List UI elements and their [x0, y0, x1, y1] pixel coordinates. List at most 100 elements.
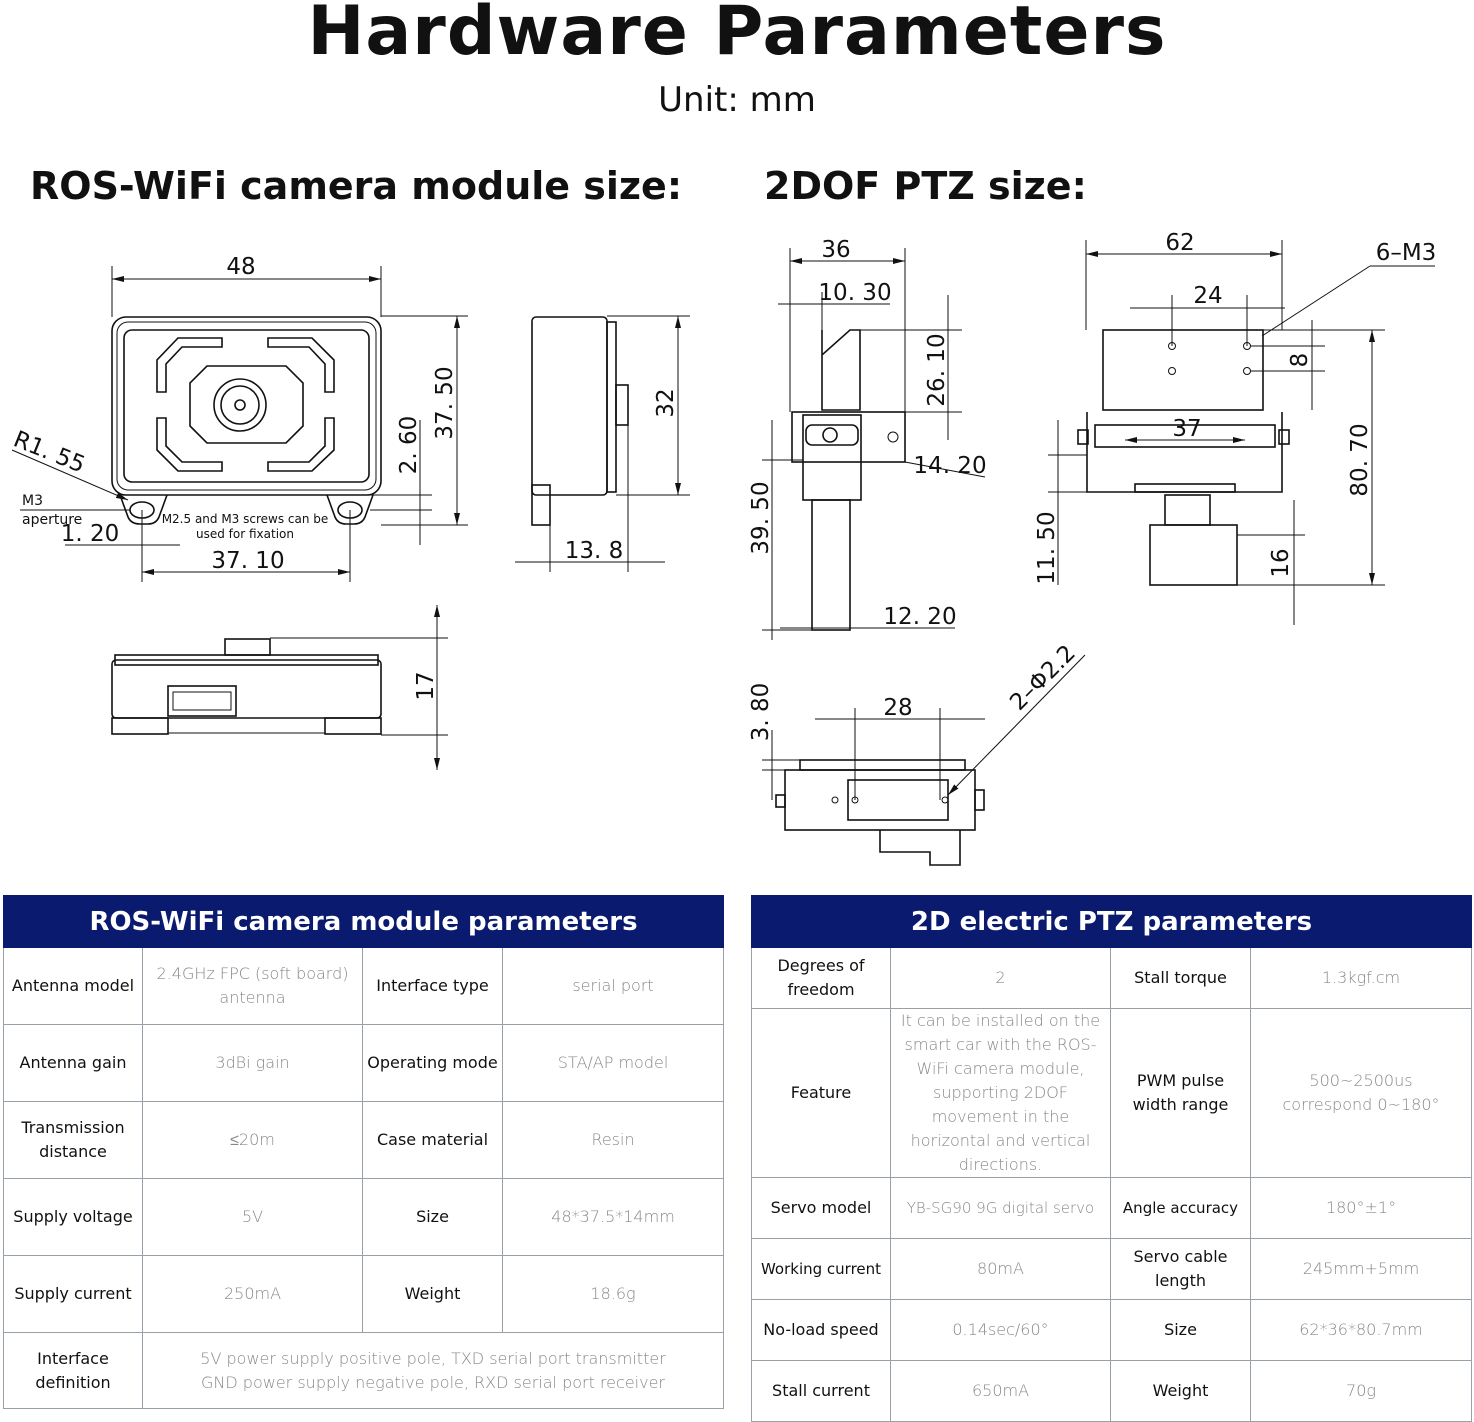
dim-tab: 2. 60: [396, 416, 422, 475]
dim-side-height: 32: [653, 388, 679, 417]
param-label: Servo cable length: [1110, 1238, 1251, 1300]
unit-label: Unit: mm: [658, 80, 816, 120]
camera-table-title: ROS-WiFi camera module parameters: [2, 895, 725, 948]
param-label: Supply current: [3, 1255, 143, 1333]
screw-note: M2.5 and M3 screws can be: [162, 512, 329, 526]
holes-label: 2–Φ2.2: [1005, 640, 1081, 716]
param-label: Case material: [362, 1101, 503, 1179]
param-value: 3dBi gain: [142, 1024, 363, 1102]
dim-37: 37: [1172, 416, 1201, 442]
param-value: serial port: [501, 947, 725, 1025]
ptz-size-heading: 2DOF PTZ size:: [764, 164, 1087, 208]
param-label: Operating mode: [362, 1024, 503, 1102]
param-value: ≤20m: [142, 1101, 363, 1179]
dim-height: 37. 50: [432, 366, 458, 439]
dim-28: 28: [883, 695, 912, 721]
param-value: 70g: [1250, 1360, 1472, 1422]
param-value: 5V: [142, 1178, 363, 1256]
dim-width: 48: [226, 254, 255, 280]
param-value: Resin: [501, 1101, 725, 1179]
param-value: STA/AP model: [501, 1024, 725, 1102]
param-label: Antenna gain: [3, 1024, 143, 1102]
six-m3-label: 6–M3: [1376, 240, 1437, 266]
param-value: 5V power supply positive pole, TXD seria…: [141, 1332, 725, 1409]
ptz-bottom-view: 28 3. 80 2–Φ2.2: [748, 640, 1086, 866]
param-value: 62*36*80.7mm: [1250, 1299, 1472, 1361]
table-row: Interface definition 5V power supply pos…: [3, 1332, 725, 1409]
dim-8: 8: [1287, 353, 1313, 368]
param-label: Size: [362, 1178, 503, 1256]
camera-front-view: 48 37. 50 2. 60 37. 10 1. 20 R1. 55 M3 a…: [10, 254, 468, 582]
param-label: Size: [1110, 1299, 1251, 1361]
param-value: 18.6g: [501, 1255, 725, 1333]
param-label: Weight: [1110, 1360, 1251, 1422]
dim-16: 16: [1268, 548, 1294, 577]
param-value: 500~2500us correspond 0~180°: [1250, 1008, 1472, 1178]
dim-hole-offset: 1. 20: [61, 521, 120, 547]
param-value: 650mA: [890, 1360, 1111, 1422]
dim-radius: R1. 55: [10, 426, 89, 478]
param-value: 180°±1°: [1250, 1177, 1472, 1239]
param-value: It can be installed on the smart car wit…: [890, 1008, 1111, 1178]
param-value: 1.3kgf.cm: [1250, 947, 1472, 1009]
param-label: Servo model: [751, 1177, 891, 1239]
param-label: Stall torque: [1110, 947, 1251, 1009]
screw-note-2: used for fixation: [196, 527, 294, 541]
dim-24: 24: [1193, 283, 1222, 309]
dim-39-50: 39. 50: [748, 481, 774, 554]
dim-12-20: 12. 20: [883, 604, 956, 630]
param-label: Working current: [751, 1238, 891, 1300]
param-label: Stall current: [751, 1360, 891, 1422]
param-value: 48*37.5*14mm: [501, 1178, 725, 1256]
camera-bottom-view: 17: [111, 605, 448, 770]
param-label: Interface definition: [3, 1332, 143, 1409]
page-title: Hardware Parameters: [307, 0, 1167, 71]
param-label: Antenna model: [3, 947, 143, 1025]
camera-parameters-table: ROS-WiFi camera module parameters Antenn…: [2, 895, 725, 1409]
param-value: 245mm+5mm: [1250, 1238, 1472, 1300]
param-label: No-load speed: [751, 1299, 891, 1361]
param-label: Degrees of freedom: [751, 947, 891, 1009]
param-value: 0.14sec/60°: [890, 1299, 1111, 1361]
dim-11-50: 11. 50: [1034, 511, 1060, 584]
param-label: Transmission distance: [3, 1101, 143, 1179]
param-label: Angle accuracy: [1110, 1177, 1251, 1239]
param-value: 80mA: [890, 1238, 1111, 1300]
interface-line-2: GND power supply negative pole, RXD seri…: [201, 1372, 665, 1392]
param-value: 2.4GHz FPC (soft board) antenna: [142, 947, 363, 1025]
dim-bottom-height: 17: [413, 671, 439, 700]
technical-drawings: 48 37. 50 2. 60 37. 10 1. 20 R1. 55 M3 a…: [10, 230, 1436, 866]
dim-80-70: 80. 70: [1347, 423, 1373, 496]
param-value: 2: [890, 947, 1111, 1009]
dim-10-30: 10. 30: [818, 280, 891, 306]
ptz-parameters-table: 2D electric PTZ parameters Degrees of fr…: [751, 895, 1472, 1422]
dim-26-10: 26. 10: [924, 333, 950, 406]
dim-62: 62: [1165, 230, 1194, 256]
param-value: 250mA: [142, 1255, 363, 1333]
dim-3-80: 3. 80: [748, 683, 774, 742]
dim-side-depth: 13. 8: [565, 538, 624, 564]
ptz-table-title: 2D electric PTZ parameters: [751, 895, 1472, 948]
param-label: Feature: [751, 1008, 891, 1178]
dim-hole-spacing: 37. 10: [211, 548, 284, 574]
ptz-front-view: 36 10. 30 26. 10 14. 20 39. 50 12. 20: [748, 237, 987, 640]
param-label: Weight: [362, 1255, 503, 1333]
aperture-label: aperture: [22, 512, 82, 528]
camera-size-heading: ROS-WiFi camera module size:: [30, 164, 683, 208]
param-value: YB-SG90 9G digital servo: [890, 1177, 1111, 1239]
interface-line-1: 5V power supply positive pole, TXD seria…: [200, 1348, 666, 1368]
camera-side-view: 32 13. 8: [515, 315, 690, 572]
m3-label: M3: [22, 493, 43, 509]
ptz-side-view: 62 24 6–M3 8 37 80. 70 11. 50 16: [1034, 230, 1436, 625]
